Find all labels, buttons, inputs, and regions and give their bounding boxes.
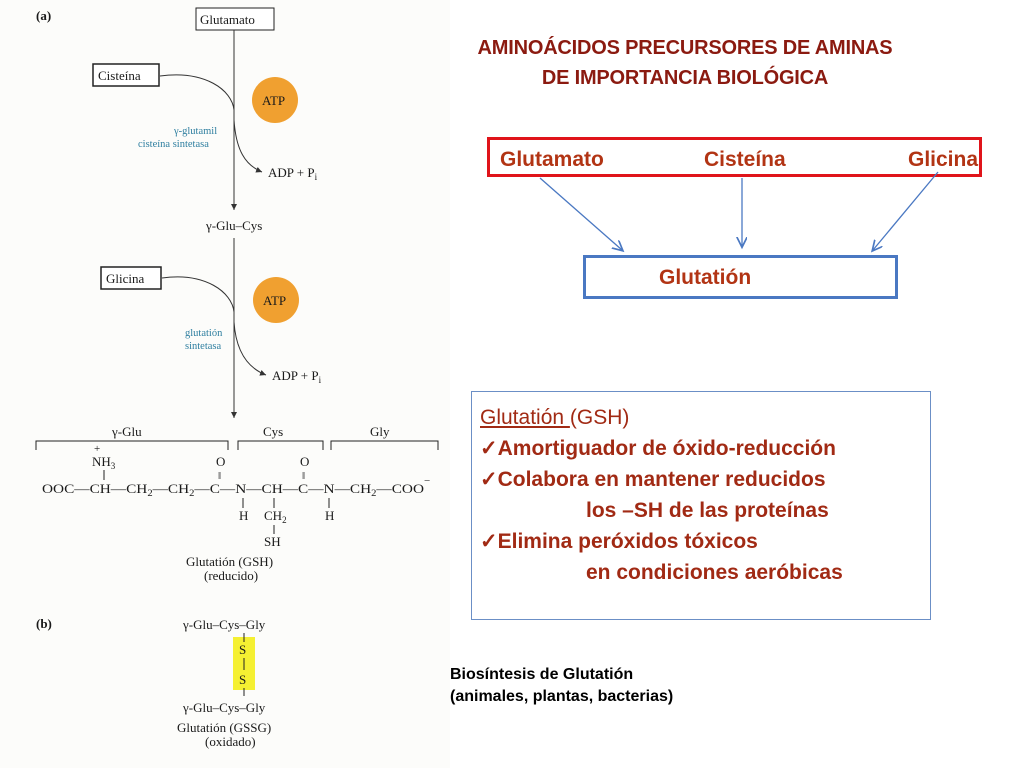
nh3-label: NH [92, 454, 111, 469]
bracket-gly [330, 440, 439, 450]
enzyme1-line2: cisteína sintetasa [138, 139, 209, 150]
figure-caption: Biosíntesis de Glutatión (animales, plan… [450, 664, 673, 708]
gsh-state: (reducido) [204, 568, 258, 583]
caption-line-2: (animales, plantas, bacterias) [450, 688, 674, 705]
plus-charge: + [94, 443, 100, 455]
minus-charge: − [424, 475, 430, 487]
amide-h-1: H [239, 508, 248, 523]
atp-circle-2 [253, 277, 299, 323]
chain-part-1: OOC—CH—CH [42, 481, 147, 496]
title-line-1: AMINOÁCIDOS PRECURSORES DE AMINAS [477, 37, 893, 59]
precursor-glicina: Glicina [908, 148, 979, 171]
info-item-1-text: Amortiguador de óxido-reducción [497, 437, 836, 460]
pi-subscript-2: i [319, 375, 322, 385]
precursor-glutamato: Glutamato [500, 148, 604, 171]
arrow-glicina [873, 171, 939, 250]
adp-label-2: ADP + P [272, 368, 319, 383]
nh3-subscript: 3 [111, 461, 116, 471]
check-icon: ✓ [480, 530, 498, 553]
svg-text:CH2: CH2 [264, 508, 287, 525]
product-label: Glutatión [659, 266, 752, 289]
precursor-cisteina: Cisteína [704, 148, 786, 171]
atp-circle-1 [252, 77, 298, 123]
panel-b-label: (b) [36, 616, 52, 631]
enzyme1-line1: γ-glutamil [173, 126, 217, 137]
side-ch2-label: CH [264, 508, 282, 523]
gssg-top-chain: γ-Glu–Cys–Gly [182, 617, 266, 632]
double-bond-1: ‖ [218, 470, 221, 482]
bracket-cys [237, 440, 324, 450]
double-bond-2: ‖ [302, 470, 305, 482]
info-heading-suffix: (GSH) [569, 406, 630, 429]
sulfur-1: S [239, 642, 246, 657]
title-line-2: DE IMPORTANCIA BIOLÓGICA [541, 67, 829, 89]
gssg-name: Glutatión (GSSG) [177, 720, 271, 735]
bracket-glu [35, 440, 229, 450]
pi-subscript-1: i [315, 172, 318, 182]
atp-label-1: ATP [262, 93, 285, 108]
info-item-3-continuation: en condiciones aeróbicas [586, 561, 843, 584]
carbonyl-o-2: O [300, 454, 309, 469]
cisteina-box [92, 63, 160, 87]
adp-label-1: ADP + P [268, 165, 315, 180]
side-ch2-subscript: 2 [282, 515, 287, 525]
chain-part-2: —CH [151, 481, 189, 496]
page-title: AMINOÁCIDOS PRECURSORES DE AMINAS DE IMP… [455, 33, 915, 93]
info-item-3-text: Elimina peróxidos tóxicos [497, 530, 758, 553]
check-icon: ✓ [480, 468, 498, 491]
gsh-name: Glutatión (GSH) [186, 554, 273, 569]
check-icon: ✓ [480, 437, 498, 460]
svg-text:ADP + Pi: ADP + Pi [268, 165, 318, 182]
glutathione-biosynthesis-figure: (a) Glutamato Cisteína ATP γ-glutamil ci… [0, 0, 450, 768]
info-item-2: ✓Colabora en mantener reducidos [480, 464, 930, 495]
chain-sub-3: 2 [371, 488, 376, 498]
info-item-2-text: Colabora en mantener reducidos [497, 468, 826, 491]
svg-text:NH3: NH3 [92, 454, 116, 471]
info-heading: Glutatión (GSH) [480, 402, 930, 433]
chain-part-4: —COO [375, 481, 424, 496]
caption-line-1: Biosíntesis de Glutatión [450, 666, 634, 683]
atp-label-2: ATP [263, 293, 286, 308]
glicina-box [100, 266, 162, 290]
amide-h-2: H [325, 508, 334, 523]
enzyme2-line1: glutatión [185, 328, 223, 339]
segment-glu-label: γ-Glu [111, 424, 142, 439]
info-item-1: ✓Amortiguador de óxido-reducción [480, 433, 930, 464]
sh-group: SH [264, 534, 281, 549]
enzyme2-line2: sintetasa [185, 341, 221, 352]
gsh-info-box: Glutatión (GSH) ✓Amortiguador de óxido-r… [471, 391, 931, 620]
segment-gly-label: Gly [370, 424, 390, 439]
panel-a-label: (a) [36, 8, 51, 23]
info-item-3: ✓Elimina peróxidos tóxicos [480, 526, 930, 557]
svg-text:ADP + Pi: ADP + Pi [272, 368, 322, 385]
arrow-glutamato [539, 177, 622, 250]
glicina-label: Glicina [106, 271, 144, 286]
gssg-state: (oxidado) [205, 734, 256, 749]
segment-cys-label: Cys [263, 424, 283, 439]
precursor-box: Glutamato Cisteína Glicina [487, 137, 982, 177]
svg-text:OOC—CH—CH2—CH2—C—N—CH—C—N—CH2—: OOC—CH—CH2—CH2—C—N—CH—C—N—CH2—COO [42, 481, 424, 498]
info-heading-main: Glutatión [480, 406, 570, 429]
glutamato-box [195, 7, 275, 31]
sulfur-2: S [239, 672, 246, 687]
chain-sub-1: 2 [147, 488, 152, 498]
cisteina-label: Cisteína [98, 68, 141, 83]
carbonyl-o-1: O [216, 454, 225, 469]
glu-cys-label: γ-Glu–Cys [205, 218, 262, 233]
gssg-bottom-chain: γ-Glu–Cys–Gly [182, 700, 266, 715]
glutamato-label: Glutamato [200, 12, 255, 27]
chain-sub-2: 2 [189, 488, 194, 498]
info-item-2-continuation: los –SH de las proteínas [586, 499, 829, 522]
chain-part-3: —C—N—CH—C—N—CH [193, 481, 371, 496]
product-box: Glutatión [583, 255, 898, 299]
